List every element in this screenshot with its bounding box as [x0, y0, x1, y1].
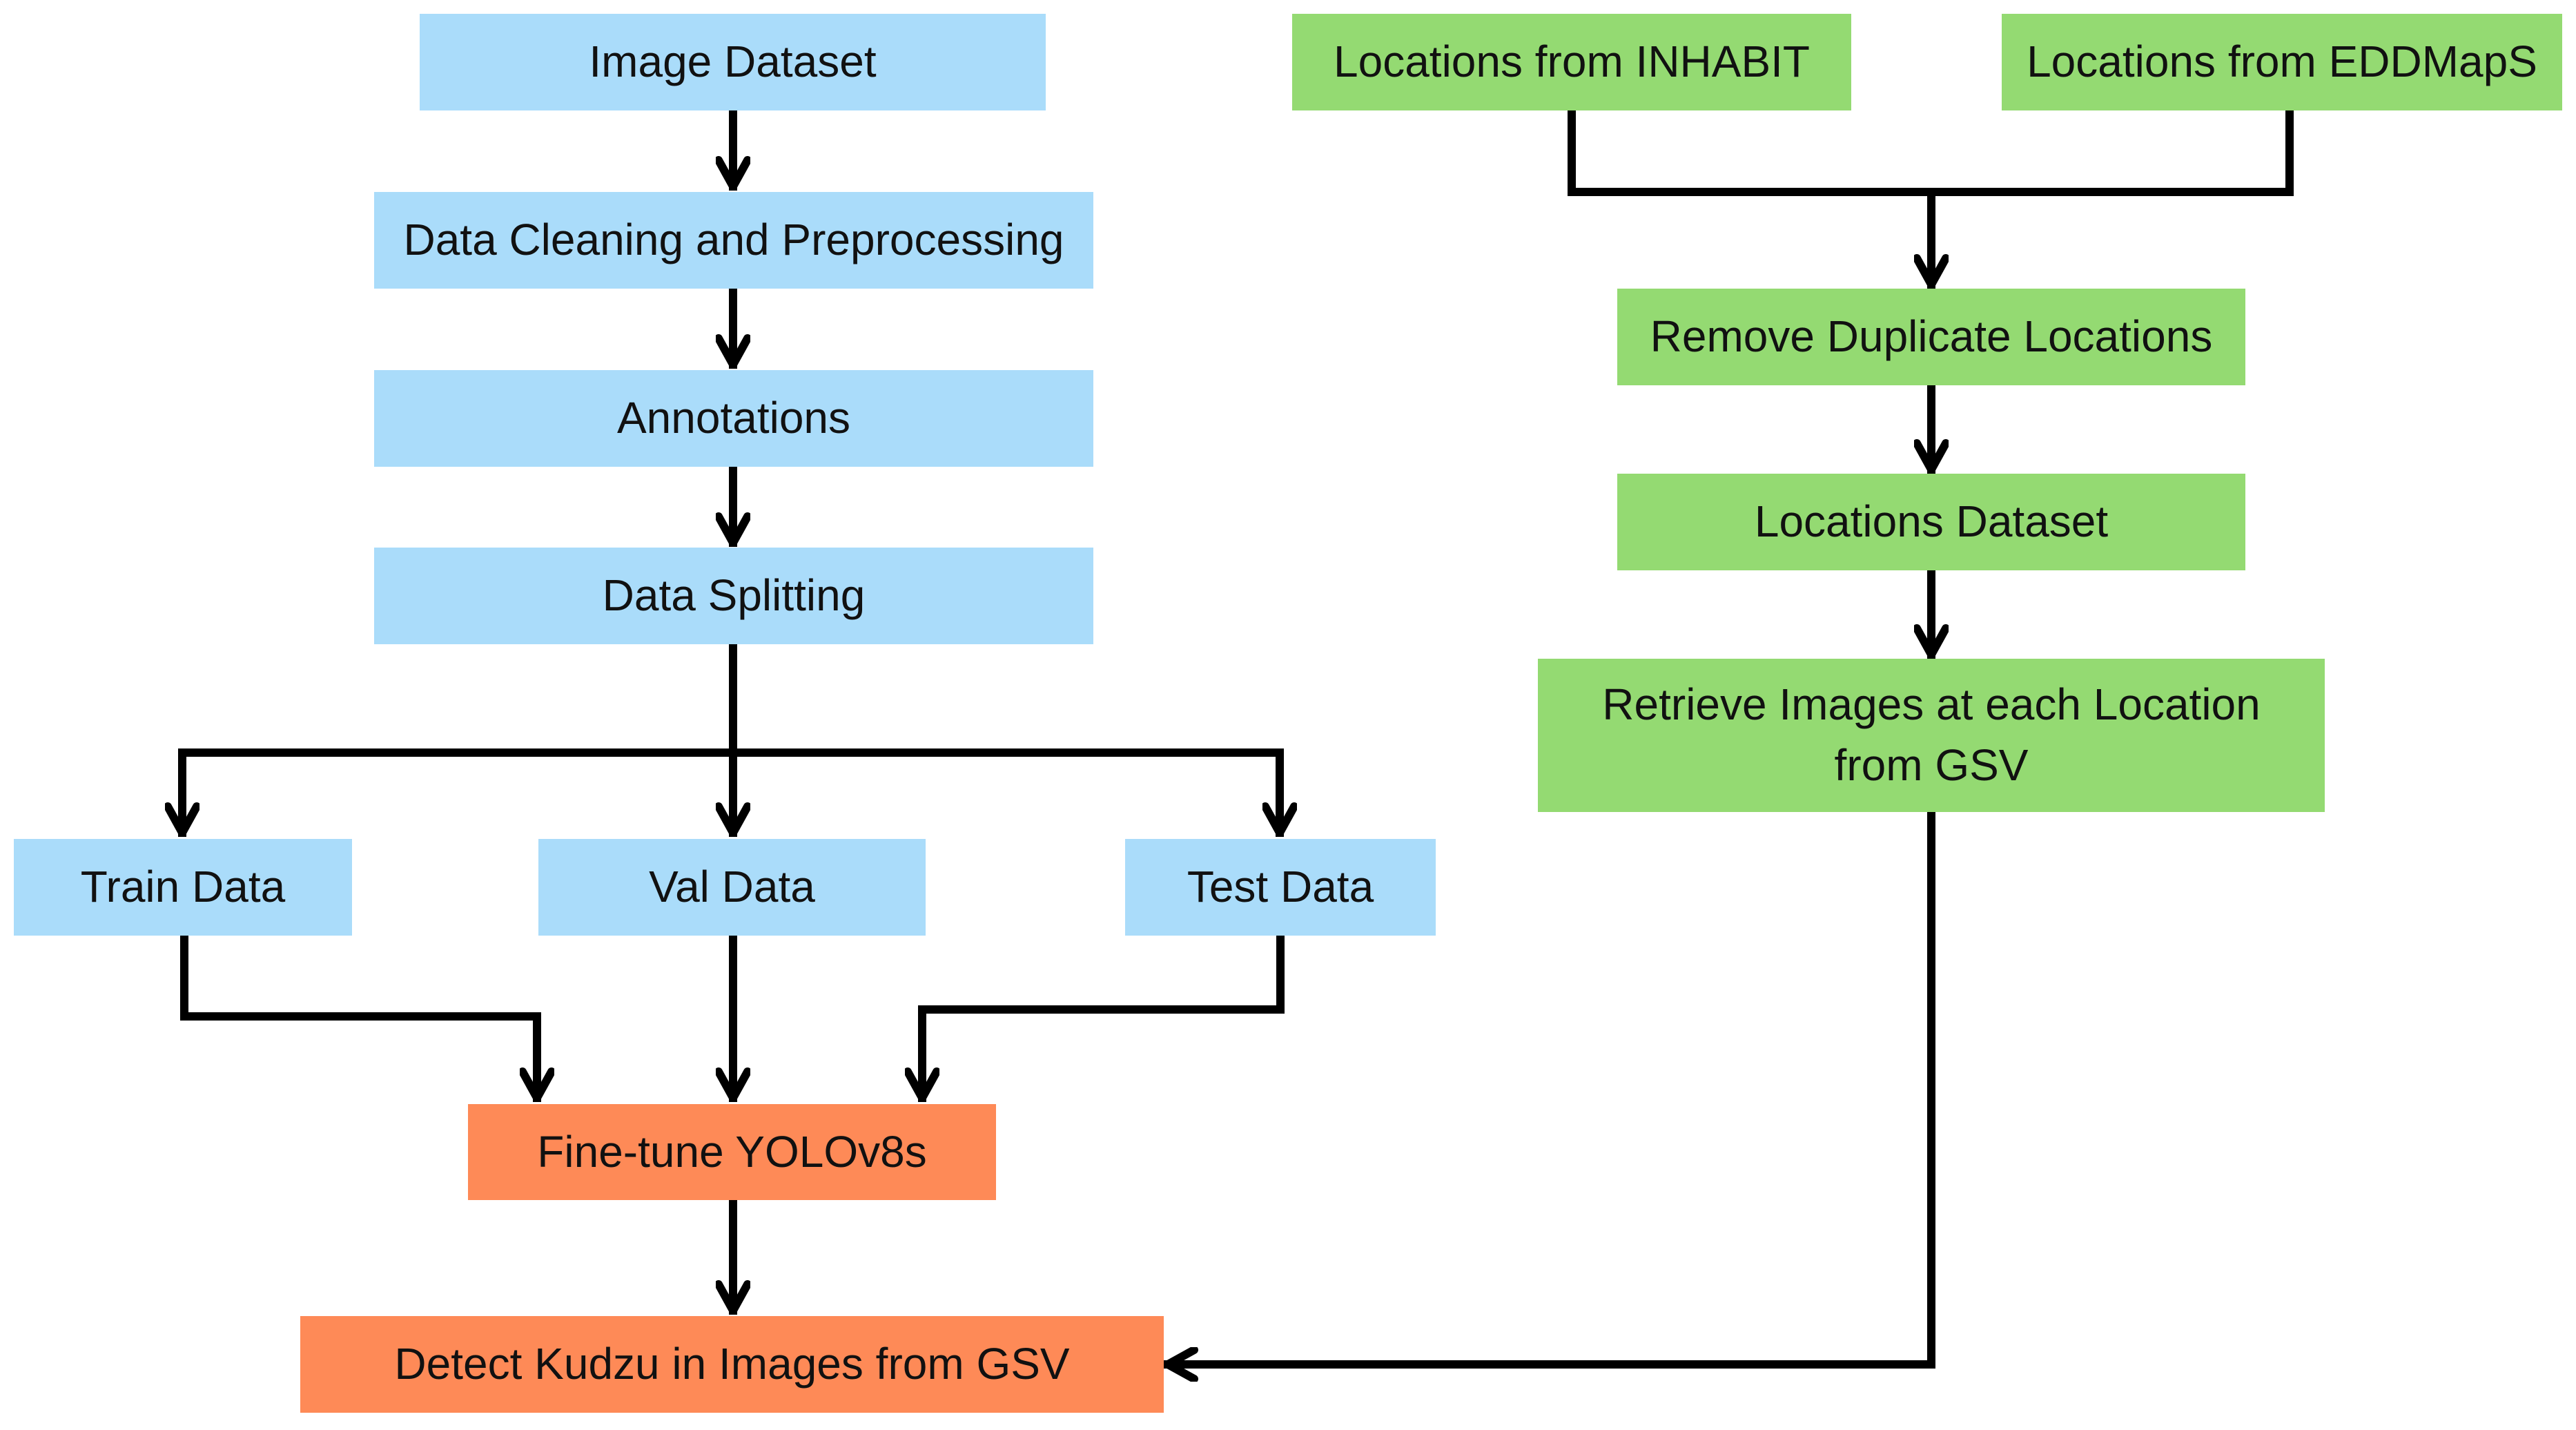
node-test-data-label: Test Data: [1187, 862, 1374, 912]
node-train-data-label: Train Data: [80, 862, 286, 912]
node-train-data: Train Data: [14, 839, 352, 936]
edge-test-to-finetune: [922, 931, 1285, 1102]
node-locations-dataset: Locations Dataset: [1617, 474, 2245, 570]
node-locations-eddmaps-label: Locations from EDDMapS: [2027, 37, 2537, 87]
node-locations-eddmaps: Locations from EDDMapS: [2002, 14, 2562, 110]
node-annotations: Annotations: [374, 370, 1093, 467]
node-data-cleaning: Data Cleaning and Preprocessing: [374, 192, 1093, 289]
node-data-splitting-label: Data Splitting: [602, 570, 866, 621]
node-image-dataset-label: Image Dataset: [589, 37, 877, 87]
node-detect: Detect Kudzu in Images from GSV: [300, 1316, 1164, 1413]
node-val-data: Val Data: [538, 839, 926, 936]
node-data-cleaning-label: Data Cleaning and Preprocessing: [403, 215, 1064, 265]
node-locations-inhabit-label: Locations from INHABIT: [1334, 37, 1810, 87]
node-retrieve-images-label-line2: from GSV: [1834, 740, 2029, 790]
node-finetune-label: Fine-tune YOLOv8s: [537, 1126, 927, 1177]
edge-retrieve-to-detect: [1164, 808, 1935, 1364]
node-remove-duplicates-label: Remove Duplicate Locations: [1650, 311, 2213, 362]
node-test-data: Test Data: [1125, 839, 1436, 936]
node-locations-dataset-label: Locations Dataset: [1754, 496, 2109, 547]
node-remove-duplicates: Remove Duplicate Locations: [1617, 289, 2245, 385]
node-data-splitting: Data Splitting: [374, 548, 1093, 644]
node-finetune: Fine-tune YOLOv8s: [468, 1104, 996, 1200]
node-image-dataset: Image Dataset: [420, 14, 1046, 110]
node-annotations-label: Annotations: [616, 393, 851, 443]
node-locations-inhabit: Locations from INHABIT: [1292, 14, 1851, 110]
node-retrieve-images: Retrieve Images at each Location from GS…: [1538, 659, 2325, 812]
edge-train-to-finetune: [180, 931, 537, 1102]
node-retrieve-images-label-line1: Retrieve Images at each Location: [1602, 679, 2261, 730]
node-val-data-label: Val Data: [649, 862, 815, 912]
node-detect-label: Detect Kudzu in Images from GSV: [394, 1339, 1070, 1389]
